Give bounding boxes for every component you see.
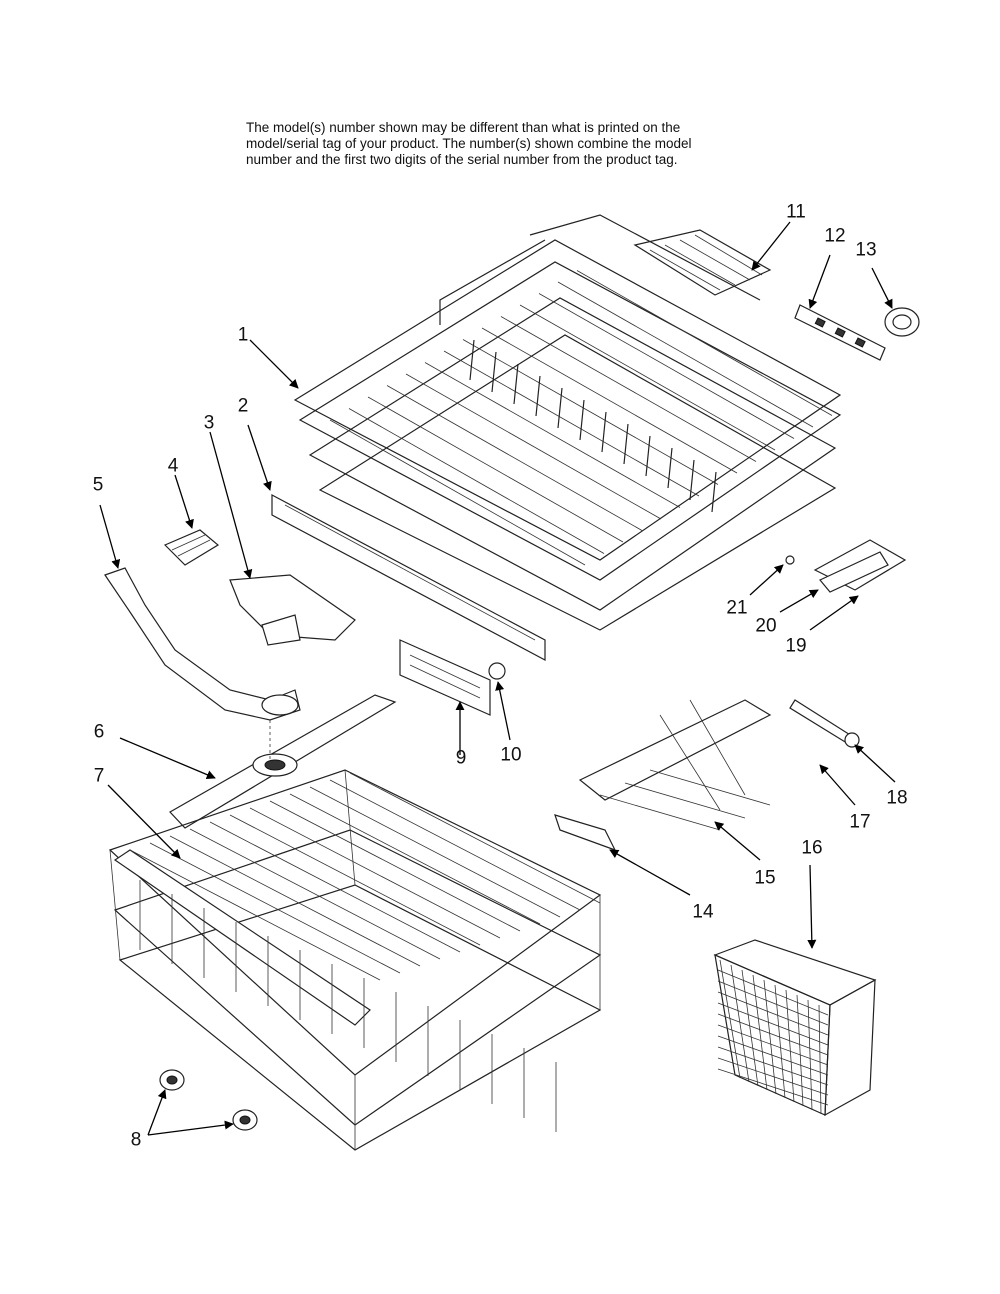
rack-clips — [633, 229, 772, 296]
bracket — [399, 639, 491, 716]
lower-rack — [108, 769, 602, 1151]
label-part-19: 19 — [785, 635, 807, 657]
label-part-13: 13 — [855, 239, 877, 261]
rack-rail — [271, 494, 546, 661]
label-part-12: 12 — [824, 225, 846, 247]
label-part-17: 17 — [849, 811, 871, 833]
rack-wheels — [159, 1069, 258, 1131]
label-part-2: 2 — [237, 395, 249, 417]
label-part-7: 7 — [93, 765, 105, 787]
label-part-21: 21 — [726, 597, 748, 619]
upper-rack — [293, 214, 842, 631]
silverware-basket — [713, 939, 877, 1117]
model-number-note: The model(s) number shown may be differe… — [246, 120, 766, 168]
label-part-15: 15 — [754, 867, 776, 889]
leader-lines — [99, 221, 896, 1136]
label-part-14: 14 — [692, 901, 714, 923]
rack-strip — [794, 304, 886, 361]
spray-arm — [169, 694, 397, 829]
spray-manifold — [229, 574, 356, 646]
label-part-4: 4 — [167, 455, 179, 477]
clip-part — [163, 529, 220, 566]
rack-handle — [785, 539, 907, 593]
label-part-3: 3 — [203, 412, 215, 434]
rack-wheel — [884, 307, 920, 337]
note-line-3: number and the first two digits of the s… — [246, 152, 678, 167]
ball-part — [488, 662, 506, 680]
label-part-9: 9 — [455, 747, 467, 769]
note-line-1: The model(s) number shown may be differe… — [246, 120, 681, 135]
label-part-8: 8 — [130, 1129, 142, 1151]
clip-bar — [554, 814, 617, 852]
note-line-2: model/serial tag of your product. The nu… — [246, 136, 692, 151]
tine-row — [578, 699, 772, 831]
label-part-20: 20 — [755, 615, 777, 637]
feed-tube — [104, 567, 301, 721]
label-part-11: 11 — [786, 201, 806, 223]
label-part-18: 18 — [886, 787, 908, 809]
label-part-10: 10 — [500, 744, 522, 766]
label-part-16: 16 — [801, 837, 823, 859]
connector — [789, 699, 860, 748]
label-part-6: 6 — [93, 721, 105, 743]
label-part-1: 1 — [237, 324, 249, 346]
label-part-5: 5 — [92, 474, 104, 496]
